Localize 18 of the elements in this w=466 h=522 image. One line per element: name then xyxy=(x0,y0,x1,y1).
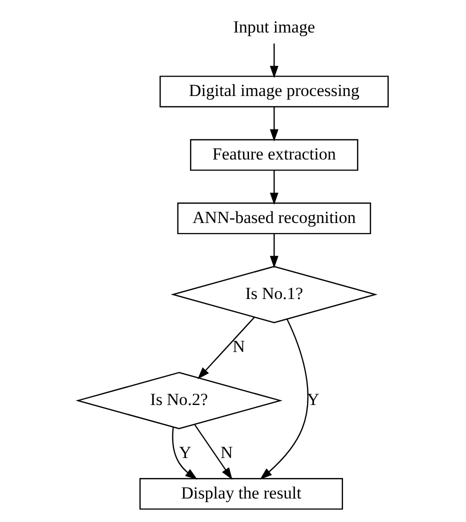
arrow xyxy=(260,318,308,480)
node-box: Display the result xyxy=(139,478,344,510)
edge-label: N xyxy=(220,443,233,462)
arrow xyxy=(194,424,232,480)
node-box: Feature extraction xyxy=(190,139,358,171)
node-box: Digital image processing xyxy=(160,76,389,108)
node-box: ANN-based recognition xyxy=(177,202,372,234)
arrow xyxy=(172,427,198,480)
arrow xyxy=(270,106,278,142)
arrow xyxy=(197,316,255,380)
node-text: Input image xyxy=(233,18,316,37)
node-diamond: Is No.1? xyxy=(170,266,378,324)
edge-label: Y xyxy=(178,443,192,462)
node-diamond: Is No.2? xyxy=(76,372,283,430)
edge-label: N xyxy=(232,337,245,356)
arrow xyxy=(270,170,278,205)
arrow xyxy=(270,44,278,78)
arrow xyxy=(270,234,278,268)
